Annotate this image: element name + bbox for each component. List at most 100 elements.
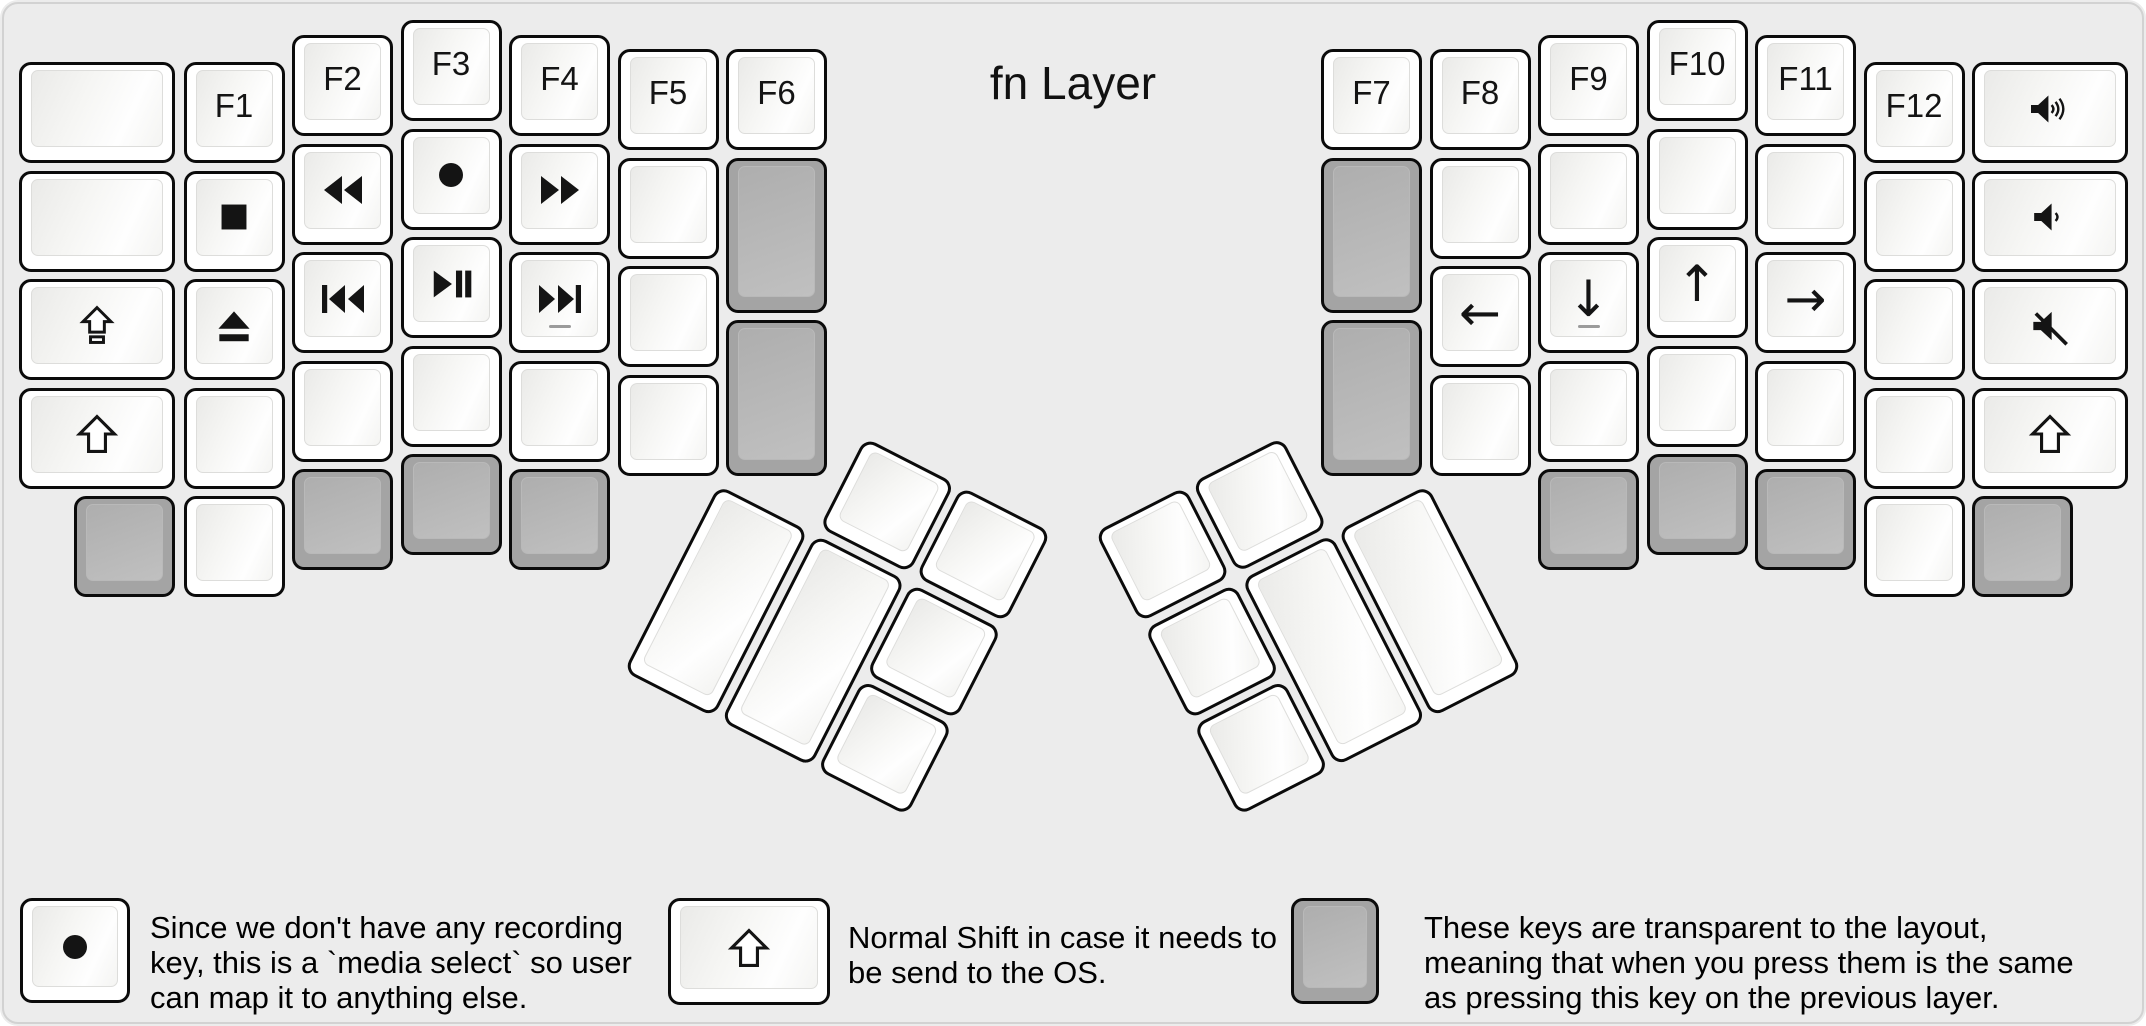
key-down-arrow[interactable]: ↓ <box>1538 252 1639 353</box>
key-transparent[interactable] <box>1538 469 1639 570</box>
keycap <box>521 260 598 337</box>
key-transparent[interactable] <box>1755 469 1856 570</box>
keycap <box>1984 70 2116 147</box>
key-f7[interactable]: F7 <box>1321 49 1422 150</box>
key-blank[interactable] <box>1863 170 1965 272</box>
key-label: F1 <box>214 86 254 124</box>
key-f11[interactable]: F11 <box>1755 35 1856 136</box>
key-transparent[interactable] <box>726 320 827 476</box>
key-blank[interactable] <box>183 387 285 489</box>
key-volume-up[interactable] <box>1972 62 2128 163</box>
keycap: F5 <box>629 57 707 134</box>
keycap: F3 <box>412 28 490 105</box>
key-blank[interactable] <box>1863 496 1965 597</box>
key-caps-lock[interactable] <box>19 279 175 380</box>
stop-icon <box>211 194 257 240</box>
key-mute[interactable] <box>1972 279 2128 380</box>
key-record[interactable] <box>400 128 502 230</box>
keycap: F8 <box>1441 57 1519 134</box>
key-label: F2 <box>323 59 362 97</box>
key-label: F3 <box>431 44 471 82</box>
key-f9[interactable]: F9 <box>1538 35 1639 136</box>
key-blank[interactable] <box>617 266 719 367</box>
key-right-arrow[interactable]: → <box>1755 252 1856 353</box>
fast-forward-icon <box>536 166 584 214</box>
key-left-arrow[interactable]: ← <box>1429 266 1531 367</box>
key-transparent[interactable] <box>1321 320 1422 476</box>
key-stop[interactable] <box>183 170 285 272</box>
eject-icon <box>212 304 256 348</box>
keycap <box>412 245 490 322</box>
keycap <box>836 449 941 554</box>
keycap <box>1875 178 1953 256</box>
key-transparent[interactable] <box>1972 496 2073 597</box>
legend-key-sample[interactable] <box>20 898 130 1003</box>
key-prev-track[interactable] <box>292 252 393 353</box>
left-icon: ← <box>1459 283 1501 342</box>
key-blank[interactable] <box>1755 143 1856 245</box>
key-f8[interactable]: F8 <box>1429 49 1531 150</box>
keycap: F11 <box>1767 43 1844 120</box>
key-blank[interactable] <box>1429 374 1531 476</box>
key-f1[interactable]: F1 <box>183 62 285 163</box>
key-transparent[interactable] <box>509 469 610 570</box>
keycap <box>195 178 273 256</box>
key-transparent[interactable] <box>292 469 393 570</box>
keycap <box>1984 504 2061 581</box>
key-blank[interactable] <box>19 170 175 272</box>
key-transparent[interactable] <box>1646 454 1748 555</box>
legend-text: Normal Shift in case it needs to be send… <box>848 920 1278 990</box>
keycap <box>32 906 118 987</box>
keycap <box>1333 165 1410 297</box>
key-blank[interactable] <box>400 345 502 447</box>
key-eject[interactable] <box>183 279 285 380</box>
key-f2[interactable]: F2 <box>292 35 393 136</box>
legend-key-sample[interactable] <box>1291 898 1379 1004</box>
key-blank[interactable] <box>1863 387 1965 489</box>
key-label: F8 <box>1460 73 1500 111</box>
keycap <box>31 287 163 364</box>
key-shift-right[interactable] <box>1972 387 2128 489</box>
key-transparent[interactable] <box>400 454 502 555</box>
keycap <box>304 151 381 229</box>
keycap <box>1333 328 1410 460</box>
keycap <box>1875 287 1953 364</box>
homing-bar <box>1577 325 1600 328</box>
key-blank[interactable] <box>1755 360 1856 462</box>
key-f3[interactable]: F3 <box>400 20 502 121</box>
key-blank[interactable] <box>292 360 393 462</box>
key-blank[interactable] <box>617 374 719 476</box>
key-blank[interactable] <box>509 360 610 462</box>
key-blank[interactable] <box>183 496 285 597</box>
key-f6[interactable]: F6 <box>726 49 827 150</box>
key-rewind[interactable] <box>292 143 393 245</box>
keycap: F10 <box>1658 28 1736 105</box>
key-blank[interactable] <box>1863 279 1965 380</box>
key-blank[interactable] <box>19 62 175 163</box>
key-transparent[interactable] <box>726 157 827 313</box>
key-blank[interactable] <box>1538 143 1639 245</box>
shift-icon <box>75 412 119 456</box>
key-shift-left[interactable] <box>19 387 175 489</box>
key-blank[interactable] <box>1429 157 1531 259</box>
key-blank[interactable] <box>1538 360 1639 462</box>
key-blank[interactable] <box>1646 128 1748 230</box>
key-blank[interactable] <box>617 157 719 259</box>
key-fast-forward[interactable] <box>509 143 610 245</box>
key-label: F4 <box>540 59 579 97</box>
key-f5[interactable]: F5 <box>617 49 719 150</box>
key-next-track[interactable] <box>509 252 610 353</box>
key-volume-down[interactable] <box>1972 170 2128 272</box>
key-transparent[interactable] <box>73 496 175 597</box>
key-up-arrow[interactable]: ↑ <box>1646 237 1748 338</box>
key-play-pause[interactable] <box>400 237 502 338</box>
keycap <box>31 395 163 473</box>
key-f4[interactable]: F4 <box>509 35 610 136</box>
key-f10[interactable]: F10 <box>1646 20 1748 121</box>
key-f12[interactable]: F12 <box>1863 62 1965 163</box>
key-transparent[interactable] <box>1321 157 1422 313</box>
key-blank[interactable] <box>1646 345 1748 447</box>
vol-up-icon <box>2026 90 2074 128</box>
legend-key-sample[interactable] <box>668 898 830 1005</box>
